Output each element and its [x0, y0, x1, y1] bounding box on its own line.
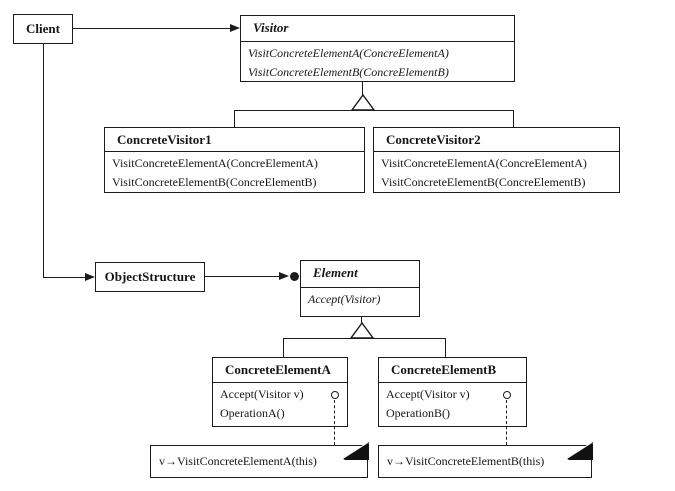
class-box-concrete-element-b: ConcreteElementB Accept(Visitor v) Opera…	[378, 357, 527, 427]
inheritance-drop-ceb	[445, 338, 447, 357]
arrowhead-icon	[85, 273, 95, 281]
class-method: VisitConcreteElementA(ConcreElementA)	[112, 156, 318, 170]
inheritance-drop-cv1	[234, 110, 236, 128]
class-box-object-structure: ObjectStructure	[95, 262, 205, 292]
class-box-element: Element Accept(Visitor)	[300, 260, 420, 317]
class-box-visitor: Visitor VisitConcreteElementA(ConcreElem…	[240, 15, 515, 82]
dashed-note-link-b	[506, 400, 507, 445]
code-note-b: v→VisitConcreteElementB(this)	[378, 442, 593, 478]
aggregation-ball-icon	[290, 272, 299, 281]
class-method: VisitConcreteElementB(ConcreElementB)	[381, 175, 586, 189]
inheritance-bus-element	[283, 338, 445, 340]
class-method: Accept(Visitor)	[308, 292, 381, 306]
association-line-client-down	[43, 44, 45, 277]
class-title-concrete-element-a: ConcreteElementA	[213, 358, 347, 383]
class-box-client: Client	[13, 14, 73, 44]
class-box-concrete-element-a: ConcreteElementA Accept(Visitor v) Opera…	[212, 357, 348, 427]
association-line-objectstructure-element	[205, 276, 282, 278]
class-method: OperationA()	[220, 406, 285, 420]
folded-corner-icon	[564, 442, 593, 461]
note-anchor-circle-icon	[331, 391, 339, 399]
class-title-client: Client	[26, 21, 60, 36]
class-title-concrete-visitor2: ConcreteVisitor2	[374, 128, 619, 152]
note-anchor-circle-icon	[503, 391, 511, 399]
class-box-concrete-visitor1: ConcreteVisitor1 VisitConcreteElementA(C…	[104, 127, 365, 193]
association-line-client-visitor	[73, 28, 231, 30]
class-box-concrete-visitor2: ConcreteVisitor2 VisitConcreteElementA(C…	[373, 127, 620, 193]
arrowhead-icon	[279, 272, 289, 280]
inheritance-drop-cv2	[513, 110, 515, 128]
class-method: Accept(Visitor v)	[386, 387, 470, 401]
class-title-element: Element	[301, 261, 419, 288]
class-title-object-structure: ObjectStructure	[104, 269, 196, 284]
class-method: VisitConcreteElementA(ConcreElementA)	[248, 46, 449, 60]
code-note-b-text: v→VisitConcreteElementB(this)	[387, 454, 545, 468]
class-method: OperationB()	[386, 406, 450, 420]
dashed-note-link-a	[334, 400, 335, 445]
inheritance-bus-visitor	[234, 110, 513, 112]
inheritance-triangle-icon	[351, 94, 375, 111]
association-line-client-objectstructure	[43, 277, 86, 279]
inheritance-stub-element	[361, 317, 363, 324]
inheritance-triangle-icon	[350, 322, 374, 339]
class-method: Accept(Visitor v)	[220, 387, 304, 401]
code-note-a: v→VisitConcreteElementA(this)	[150, 442, 369, 478]
code-note-a-text: v→VisitConcreteElementA(this)	[159, 454, 317, 468]
class-title-concrete-element-b: ConcreteElementB	[379, 358, 526, 383]
folded-corner-icon	[340, 442, 369, 461]
class-method: VisitConcreteElementB(ConcreElementB)	[112, 175, 317, 189]
class-method: VisitConcreteElementA(ConcreElementA)	[381, 156, 587, 170]
class-method: VisitConcreteElementB(ConcreElementB)	[248, 65, 449, 79]
class-title-concrete-visitor1: ConcreteVisitor1	[105, 128, 364, 152]
inheritance-stub-visitor	[362, 82, 364, 96]
inheritance-drop-cea	[283, 338, 285, 357]
class-title-visitor: Visitor	[241, 16, 514, 42]
arrowhead-icon	[230, 24, 240, 32]
